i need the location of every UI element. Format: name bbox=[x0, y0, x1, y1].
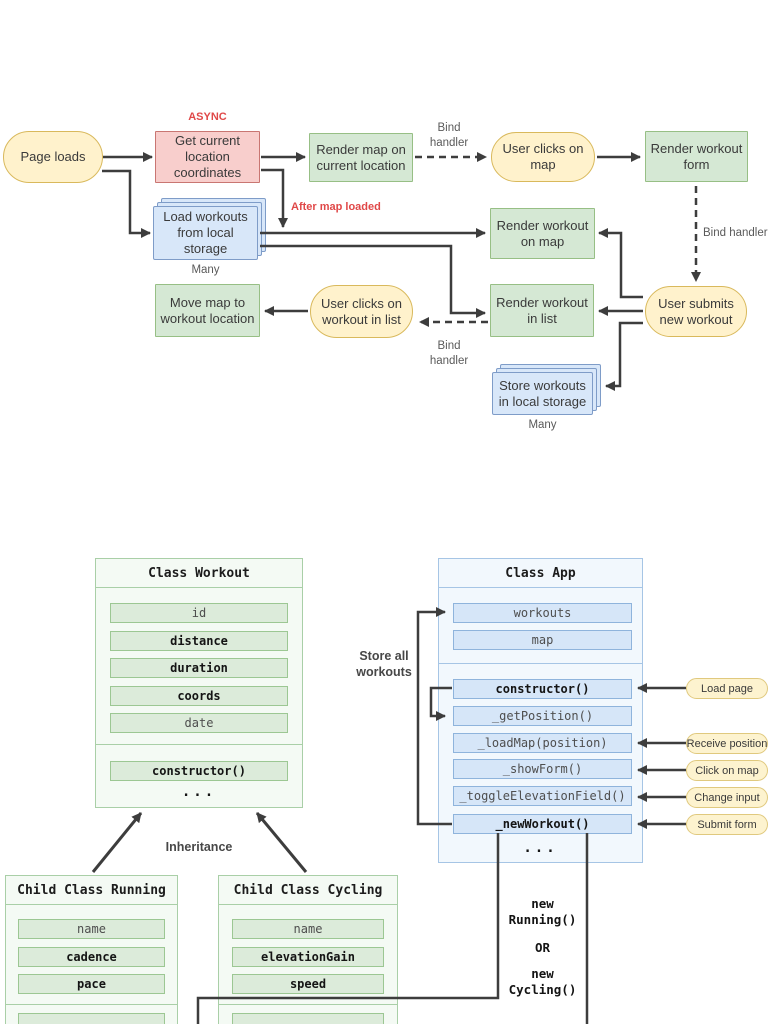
node-user-clicks-list: User clicks on workout in list bbox=[310, 285, 413, 338]
app-method-newworkout: _newWorkout() bbox=[453, 814, 632, 834]
class-workout-title: Class Workout bbox=[96, 559, 302, 588]
app-prop-workouts: workouts bbox=[453, 603, 632, 623]
running-partial-row bbox=[18, 1013, 165, 1024]
pill-submit-form: Submit form bbox=[686, 814, 768, 835]
pill-change-input-label: Change input bbox=[694, 791, 760, 804]
pill-load-page: Load page bbox=[686, 678, 768, 699]
app-section-divider bbox=[439, 663, 642, 664]
node-page-loads-label: Page loads bbox=[20, 149, 86, 165]
arrow-pageloads-loadworkouts bbox=[102, 169, 151, 238]
running-section-divider bbox=[6, 1004, 177, 1005]
node-render-form-label: Render workout form bbox=[650, 140, 743, 172]
inheritance-label: Inheritance bbox=[165, 840, 233, 854]
after-map-loaded-label: After map loaded bbox=[291, 201, 381, 213]
node-user-submits: User submits new workout bbox=[645, 286, 747, 337]
node-load-workouts-stack: Load workouts from local storage bbox=[153, 198, 266, 260]
class-running-title: Child Class Running bbox=[6, 876, 177, 905]
many-label-store: Many bbox=[528, 419, 557, 431]
cycling-partial-row bbox=[232, 1013, 384, 1024]
app-method-getposition: _getPosition() bbox=[453, 706, 632, 726]
node-user-clicks-list-label: User clicks on workout in list bbox=[321, 295, 402, 327]
node-store-workouts: Store workouts in local storage bbox=[492, 372, 593, 415]
app-method-constructor: constructor() bbox=[453, 679, 632, 699]
many-label-load: Many bbox=[191, 264, 220, 276]
bind-handler-form-label: Bind handler bbox=[703, 227, 768, 239]
workout-field-date: date bbox=[110, 713, 288, 733]
class-app-box: Class App workouts map constructor() _ge… bbox=[438, 558, 643, 863]
cycling-field-name: name bbox=[232, 919, 384, 939]
class-cycling-box: Child Class Cycling name elevationGain s… bbox=[218, 875, 398, 1024]
node-render-in-list: Render workout in list bbox=[490, 284, 594, 337]
pill-submit-form-label: Submit form bbox=[697, 818, 757, 831]
node-get-location-label: Get current location coordinates bbox=[173, 133, 242, 180]
arrow-inheritance-cycling bbox=[255, 812, 308, 873]
workout-field-id: id bbox=[110, 603, 288, 623]
node-render-form: Render workout form bbox=[645, 131, 748, 182]
node-user-clicks-map: User clicks on map bbox=[491, 132, 595, 182]
node-move-map-label: Move map to workout location bbox=[160, 294, 255, 326]
node-user-submits-label: User submits new workout bbox=[658, 295, 734, 327]
pill-receive-position: Receive position bbox=[686, 733, 768, 754]
node-render-on-map: Render workout on map bbox=[490, 208, 595, 259]
node-page-loads: Page loads bbox=[3, 131, 103, 183]
node-user-clicks-map-label: User clicks on map bbox=[502, 141, 584, 172]
workout-section-divider bbox=[96, 744, 302, 745]
app-prop-map: map bbox=[453, 630, 632, 650]
class-running-box: Child Class Running name cadence pace bbox=[5, 875, 178, 1024]
arrow-usersubmits-storeworkouts bbox=[605, 321, 643, 391]
bind-handler-map-label: Bind handler bbox=[429, 122, 469, 149]
node-render-on-map-label: Render workout on map bbox=[496, 217, 589, 249]
async-label: ASYNC bbox=[188, 111, 227, 123]
pill-click-on-map-label: Click on map bbox=[695, 764, 759, 777]
class-workout-box: Class Workout id distance duration coord… bbox=[95, 558, 303, 808]
pill-click-on-map: Click on map bbox=[686, 760, 768, 781]
app-method-loadmap: _loadMap(position) bbox=[453, 733, 632, 753]
pill-load-page-label: Load page bbox=[701, 682, 753, 695]
arrow-inheritance-running bbox=[91, 812, 143, 873]
arrow-usersubmits-renderonmap bbox=[598, 228, 643, 299]
cycling-section-divider bbox=[219, 1004, 397, 1005]
node-store-workouts-label: Store workouts in local storage bbox=[498, 377, 587, 409]
cycling-field-speed: speed bbox=[232, 974, 384, 994]
node-load-workouts: Load workouts from local storage bbox=[153, 206, 258, 260]
bind-handler-list-label: Bind handler bbox=[429, 340, 469, 367]
node-store-workouts-stack: Store workouts in local storage bbox=[492, 364, 601, 415]
pill-change-input: Change input bbox=[686, 787, 768, 808]
node-render-map: Render map on current location bbox=[309, 133, 413, 182]
node-render-map-label: Render map on current location bbox=[316, 141, 406, 173]
workout-field-coords: coords bbox=[110, 686, 288, 706]
node-render-in-list-label: Render workout in list bbox=[496, 294, 588, 326]
app-method-showform: _showForm() bbox=[453, 759, 632, 779]
class-cycling-title: Child Class Cycling bbox=[219, 876, 397, 905]
running-field-cadence: cadence bbox=[18, 947, 165, 967]
app-ellipsis: ... bbox=[523, 840, 558, 856]
workout-field-duration: duration bbox=[110, 658, 288, 678]
node-load-workouts-label: Load workouts from local storage bbox=[163, 209, 248, 256]
node-move-map: Move map to workout location bbox=[155, 284, 260, 337]
class-app-title: Class App bbox=[439, 559, 642, 588]
running-field-pace: pace bbox=[18, 974, 165, 994]
node-get-location: Get current location coordinates bbox=[155, 131, 260, 183]
workout-ellipsis: ... bbox=[181, 784, 217, 800]
new-running-label: new Running() bbox=[508, 896, 577, 927]
workout-method-constructor: constructor() bbox=[110, 761, 288, 781]
cycling-field-elevationgain: elevationGain bbox=[232, 947, 384, 967]
store-all-workouts-label: Store all workouts bbox=[356, 649, 412, 680]
pill-receive-position-label: Receive position bbox=[686, 737, 768, 750]
workout-field-distance: distance bbox=[110, 631, 288, 651]
app-method-toggleelevation: _toggleElevationField() bbox=[453, 786, 632, 806]
or-label: OR bbox=[534, 940, 551, 955]
new-cycling-label: new Cycling() bbox=[508, 966, 577, 997]
running-field-name: name bbox=[18, 919, 165, 939]
